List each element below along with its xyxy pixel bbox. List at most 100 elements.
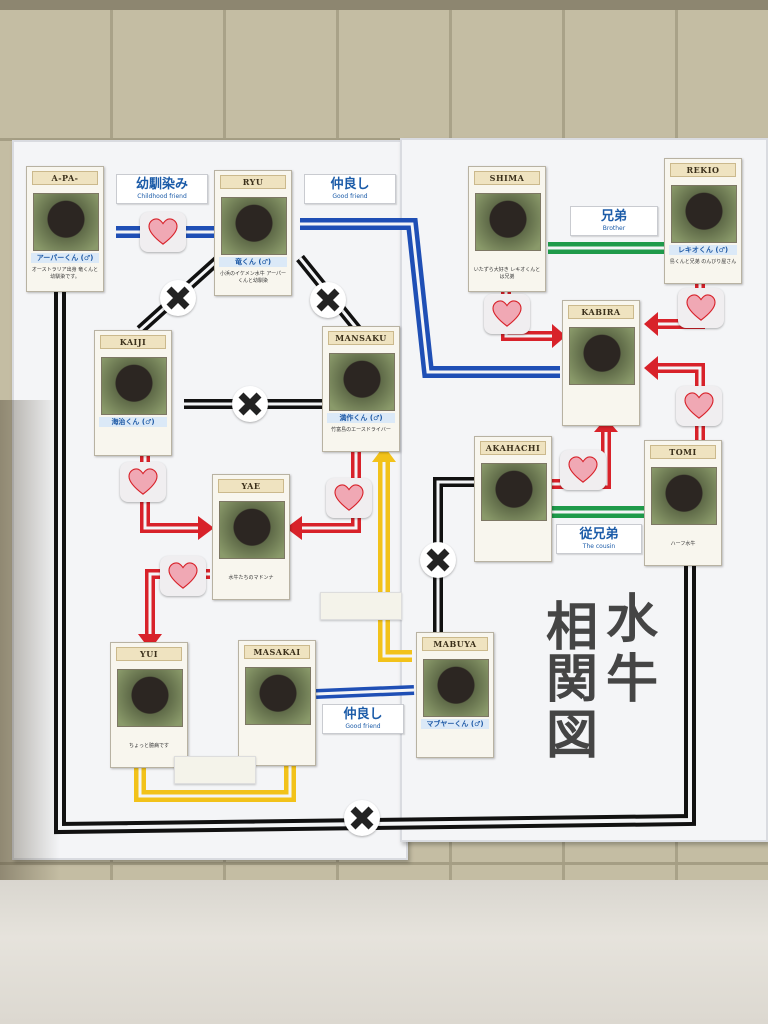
card-name: TOMI bbox=[650, 445, 716, 459]
cross-icon bbox=[344, 800, 380, 836]
title-char: 牛 bbox=[606, 650, 659, 710]
card-desc: 水牛たちのマドンナ bbox=[228, 575, 274, 581]
card-name: SHIMA bbox=[474, 171, 540, 185]
heart-badge bbox=[678, 288, 724, 328]
arrowhead bbox=[552, 324, 566, 348]
buffalo-card-mansaku: MANSAKU 満作くん (♂) 竹富島のエースドライバー bbox=[322, 326, 400, 452]
card-desc: いたずら大好き レキオくんとは兄弟 bbox=[473, 267, 541, 280]
red-arrow bbox=[300, 446, 358, 530]
heart-icon bbox=[492, 300, 522, 327]
buffalo-card-rekio: REKIO レキオくん (♂) 島くんと兄弟 のんびり屋さん bbox=[664, 158, 742, 284]
tag-cousin: 従兄弟 The cousin bbox=[556, 524, 642, 554]
buffalo-card-kabira: KABIRA bbox=[562, 300, 640, 426]
card-desc: ちょっと臆病です bbox=[128, 743, 169, 749]
arrowhead bbox=[644, 312, 658, 336]
card-label: 竜くん (♂) bbox=[219, 257, 287, 267]
card-label: レキオくん (♂) bbox=[669, 245, 737, 255]
title-char: 相 bbox=[546, 598, 599, 658]
tag-sub: Good friend bbox=[332, 193, 368, 200]
card-name: AKAHACHI bbox=[480, 441, 546, 455]
card-name: RYU bbox=[220, 175, 286, 189]
black-line bbox=[436, 480, 474, 632]
buffalo-card-apa: A-PA- アーパーくん (♂) オーストラリア出身 竜くんと幼馴染です。 bbox=[26, 166, 104, 292]
title-char: 関 bbox=[546, 650, 599, 710]
buffalo-card-yae: YAE 水牛たちのマドンナ bbox=[212, 474, 290, 600]
tag-main: 仲良し bbox=[343, 707, 383, 722]
card-name: MASAKAI bbox=[244, 645, 310, 659]
heart-badge bbox=[160, 556, 206, 596]
card-label: アーパーくん (♂) bbox=[31, 253, 99, 263]
tag-good-friend-bottom: 仲良し Good friend bbox=[322, 704, 404, 734]
buffalo-photo bbox=[101, 357, 167, 415]
blue-line bbox=[315, 688, 415, 696]
card-label: 満作くん (♂) bbox=[327, 413, 395, 423]
card-name: YUI bbox=[116, 647, 182, 661]
card-desc: オーストラリア出身 竜くんと幼馴染です。 bbox=[31, 267, 99, 280]
heart-icon bbox=[334, 484, 364, 511]
buffalo-photo bbox=[245, 667, 311, 725]
blank-tag bbox=[320, 592, 402, 620]
cross-icon bbox=[420, 542, 456, 578]
buffalo-photo bbox=[329, 353, 395, 411]
heart-icon bbox=[148, 218, 178, 245]
tag-brother: 兄弟 Brother bbox=[570, 206, 658, 236]
card-name: YAE bbox=[218, 479, 284, 493]
heart-icon bbox=[568, 456, 598, 483]
card-label: 海治くん (♂) bbox=[99, 417, 167, 427]
card-name: KAIJI bbox=[100, 335, 166, 349]
buffalo-card-kaiji: KAIJI 海治くん (♂) bbox=[94, 330, 172, 456]
arrowhead bbox=[372, 446, 396, 462]
tag-main: 従兄弟 bbox=[579, 527, 619, 542]
arrowhead bbox=[198, 516, 214, 540]
buffalo-card-shima: SHIMA いたずら大好き レキオくんとは兄弟 bbox=[468, 166, 546, 292]
card-desc: 島くんと兄弟 のんびり屋さん bbox=[669, 259, 737, 265]
card-label: マブヤーくん (♂) bbox=[421, 719, 489, 729]
wall-joint bbox=[0, 862, 768, 865]
heart-icon bbox=[168, 562, 198, 589]
heart-badge bbox=[484, 294, 530, 334]
tag-sub: Good friend bbox=[345, 723, 381, 730]
heart-icon bbox=[686, 294, 716, 321]
card-name: KABIRA bbox=[568, 305, 634, 319]
card-name: MANSAKU bbox=[328, 331, 394, 345]
heart-badge bbox=[676, 386, 722, 426]
cross-icon bbox=[310, 282, 346, 318]
buffalo-card-masakai: MASAKAI bbox=[238, 640, 316, 766]
yellow-line bbox=[382, 460, 412, 658]
wall-joint bbox=[0, 138, 768, 141]
buffalo-card-mabuya: MABUYA マブヤーくん (♂) bbox=[416, 632, 494, 758]
cross-icon bbox=[232, 386, 268, 422]
tag-sub: Childhood friend bbox=[137, 193, 187, 200]
card-name: MABUYA bbox=[422, 637, 488, 651]
ground bbox=[0, 880, 768, 1024]
tag-main: 幼馴染み bbox=[135, 177, 188, 192]
buffalo-card-yui: YUI ちょっと臆病です bbox=[110, 642, 188, 768]
buffalo-photo bbox=[219, 501, 285, 559]
heart-icon bbox=[684, 392, 714, 419]
tag-sub: The cousin bbox=[582, 543, 616, 550]
tag-sub: Brother bbox=[602, 225, 626, 232]
buffalo-photo bbox=[569, 327, 635, 385]
buffalo-card-tomi: TOMI ハーフ水牛 bbox=[644, 440, 722, 566]
tag-main: 兄弟 bbox=[600, 209, 627, 224]
card-desc: ハーフ水牛 bbox=[670, 541, 696, 547]
buffalo-photo bbox=[671, 185, 737, 243]
buffalo-photo bbox=[423, 659, 489, 717]
card-name: A-PA- bbox=[32, 171, 98, 185]
wall-top-trim bbox=[0, 0, 768, 10]
shadow bbox=[0, 400, 60, 880]
title-char: 図 bbox=[546, 706, 599, 766]
yellow-line bbox=[378, 460, 412, 662]
buffalo-photo bbox=[33, 193, 99, 251]
blue-line bbox=[300, 222, 560, 374]
yellow-line bbox=[138, 750, 292, 798]
card-name: REKIO bbox=[670, 163, 736, 177]
heart-badge bbox=[326, 478, 372, 518]
heart-icon bbox=[128, 468, 158, 495]
card-desc: 竹富島のエースドライバー bbox=[331, 427, 391, 433]
heart-badge bbox=[140, 212, 186, 252]
buffalo-photo bbox=[117, 669, 183, 727]
tag-main: 仲良し bbox=[330, 177, 370, 192]
buffalo-photo bbox=[651, 467, 717, 525]
heart-badge bbox=[120, 462, 166, 502]
